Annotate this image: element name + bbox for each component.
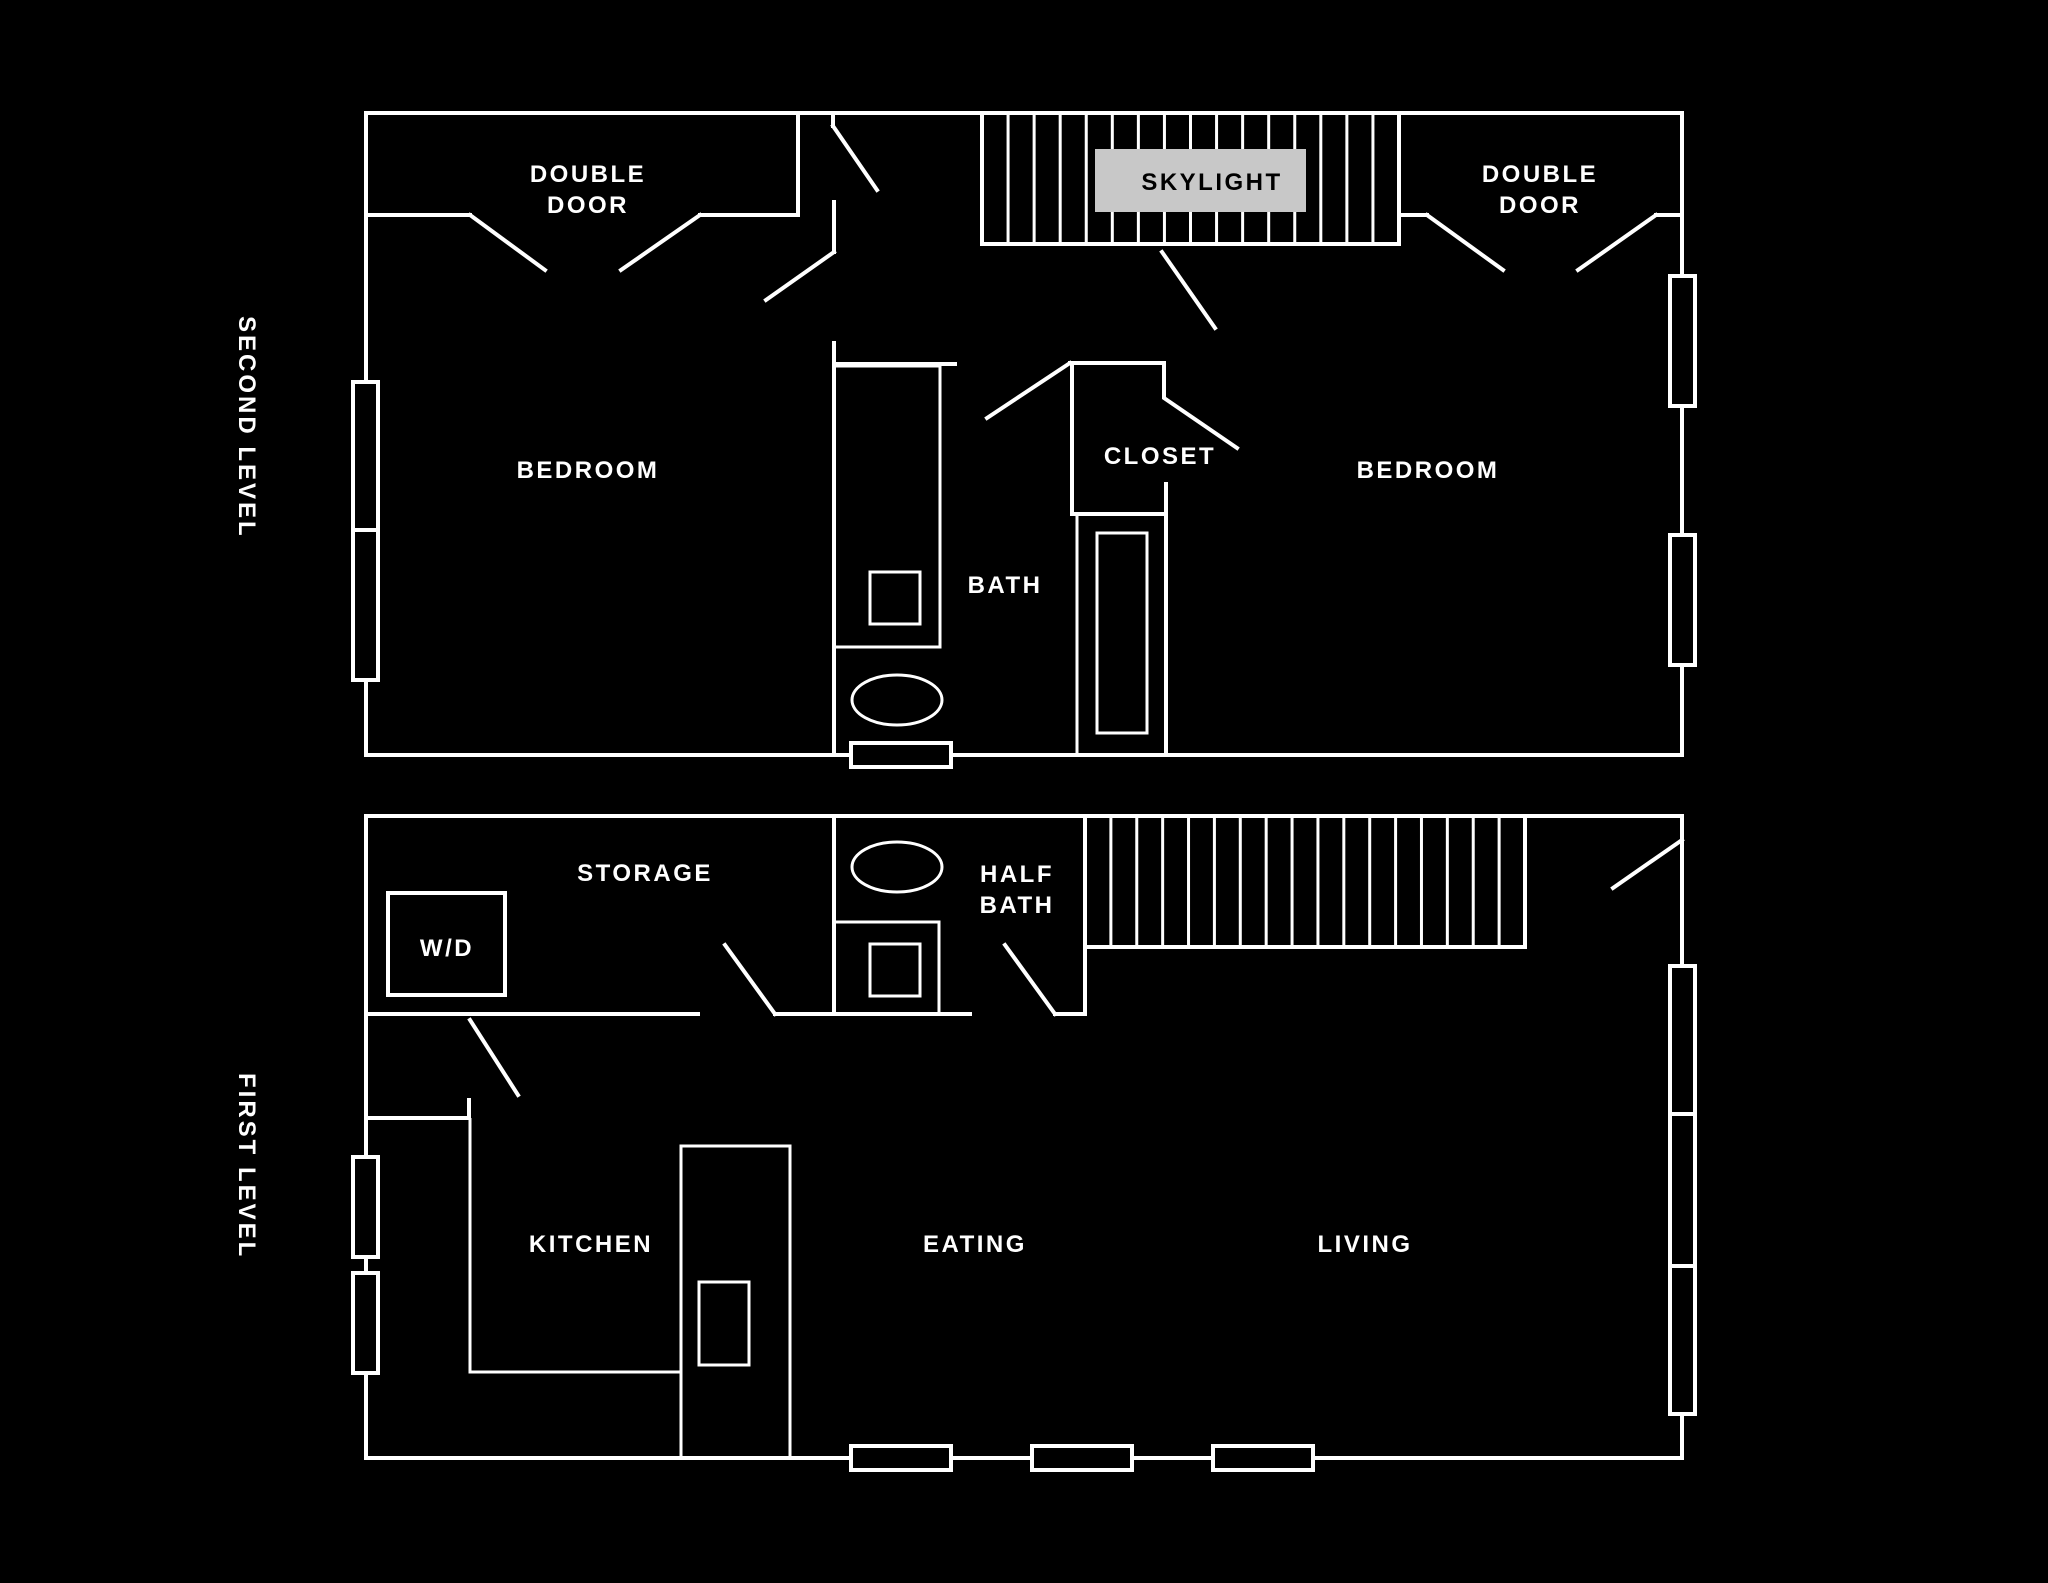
half-bath-line1: HALF <box>980 861 1054 888</box>
double-door-left-line1: DOUBLE <box>530 161 646 188</box>
second-level-label: SECOND LEVEL <box>233 316 260 539</box>
closet-label: CLOSET <box>1104 443 1216 470</box>
window <box>351 380 380 532</box>
storage-area <box>364 814 972 1017</box>
window <box>351 1271 380 1375</box>
entry-door <box>1610 837 1685 891</box>
double-door-right-line1: DOUBLE <box>1482 161 1598 188</box>
window <box>1211 1444 1315 1472</box>
window <box>351 1155 380 1259</box>
eating-label: EATING <box>923 1231 1027 1258</box>
bath-window <box>849 741 953 769</box>
sink <box>868 942 922 998</box>
bath-label: BATH <box>968 572 1043 599</box>
bedroom-left-label: BEDROOM <box>517 457 660 484</box>
window <box>1668 274 1697 408</box>
bedroom-right-label: BEDROOM <box>1357 457 1500 484</box>
stair-door <box>1159 249 1218 331</box>
bath-closet-block <box>832 341 1240 769</box>
vanity <box>832 364 942 649</box>
living-label: LIVING <box>1317 1231 1412 1258</box>
upper-stairs: SKYLIGHT <box>980 111 1401 331</box>
storage-label: STORAGE <box>577 860 713 887</box>
right-double-door-closet <box>1397 212 1684 273</box>
double-door-right-line2: DOOR <box>1499 192 1581 219</box>
first-level-plan: STORAGE W/D HALF BATH KITCHEN EATING LIV… <box>351 814 1697 1472</box>
skylight-box <box>1095 149 1306 212</box>
window <box>351 528 380 682</box>
window <box>849 1444 953 1472</box>
double-door-left-line2: DOOR <box>547 192 629 219</box>
window <box>1668 1264 1697 1416</box>
half-bath-line2: BATH <box>980 892 1055 919</box>
skylight-label: SKYLIGHT <box>1141 169 1282 196</box>
window <box>1030 1444 1134 1472</box>
window <box>1668 533 1697 667</box>
range <box>697 1280 751 1367</box>
washer-dryer <box>386 891 507 997</box>
sink <box>868 570 922 626</box>
kitchen-area <box>364 1017 792 1460</box>
left-double-door-closet <box>364 111 800 273</box>
tub <box>1095 531 1149 735</box>
second-level-plan: SKYLIGHT <box>351 111 1697 769</box>
kitchen-island <box>679 1144 792 1460</box>
window <box>1668 964 1697 1116</box>
toilet <box>850 673 944 727</box>
toilet <box>850 840 944 894</box>
lower-stairs <box>1083 814 1527 949</box>
first-level-label: FIRST LEVEL <box>233 1073 260 1259</box>
wd-label: W/D <box>420 935 474 962</box>
kitchen-label: KITCHEN <box>529 1231 653 1258</box>
hall-doors <box>763 111 880 303</box>
window <box>1668 1112 1697 1268</box>
